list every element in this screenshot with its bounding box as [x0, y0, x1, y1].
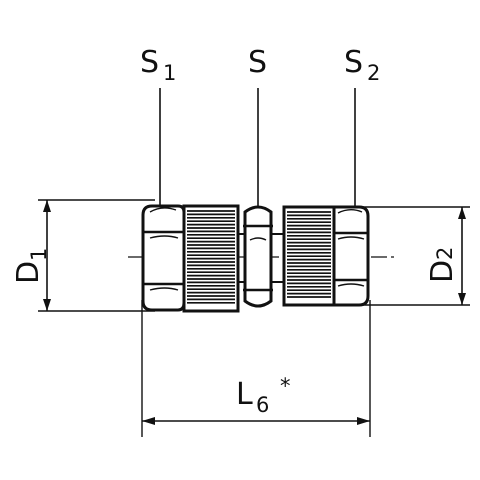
center-nut — [238, 205, 284, 308]
label-l6-mark: * — [280, 374, 291, 398]
label-s2-main: S — [344, 45, 363, 80]
label-d1-sub: 1 — [27, 248, 51, 261]
label-l6-main: L — [236, 377, 253, 412]
label-d2-main: D — [425, 260, 460, 283]
dimension-l6: L 6 * — [141, 300, 371, 437]
label-d1-main: D — [11, 261, 46, 284]
label-s1-main: S — [140, 45, 159, 80]
label-s2: S 2 — [344, 45, 380, 85]
label-s: S — [248, 45, 267, 80]
left-knurled-body — [182, 204, 240, 313]
right-nut — [332, 205, 370, 307]
dimension-d1: D 1 — [11, 199, 155, 312]
left-nut — [141, 204, 186, 312]
dimension-d2: D 2 — [360, 206, 470, 306]
label-d2-sub: 2 — [433, 247, 457, 260]
label-s1: S 1 — [140, 45, 176, 85]
right-knurled-body — [282, 205, 336, 307]
label-s2-sub: 2 — [367, 61, 380, 85]
label-l6-sub: 6 — [256, 393, 269, 417]
label-s1-sub: 1 — [163, 61, 176, 85]
